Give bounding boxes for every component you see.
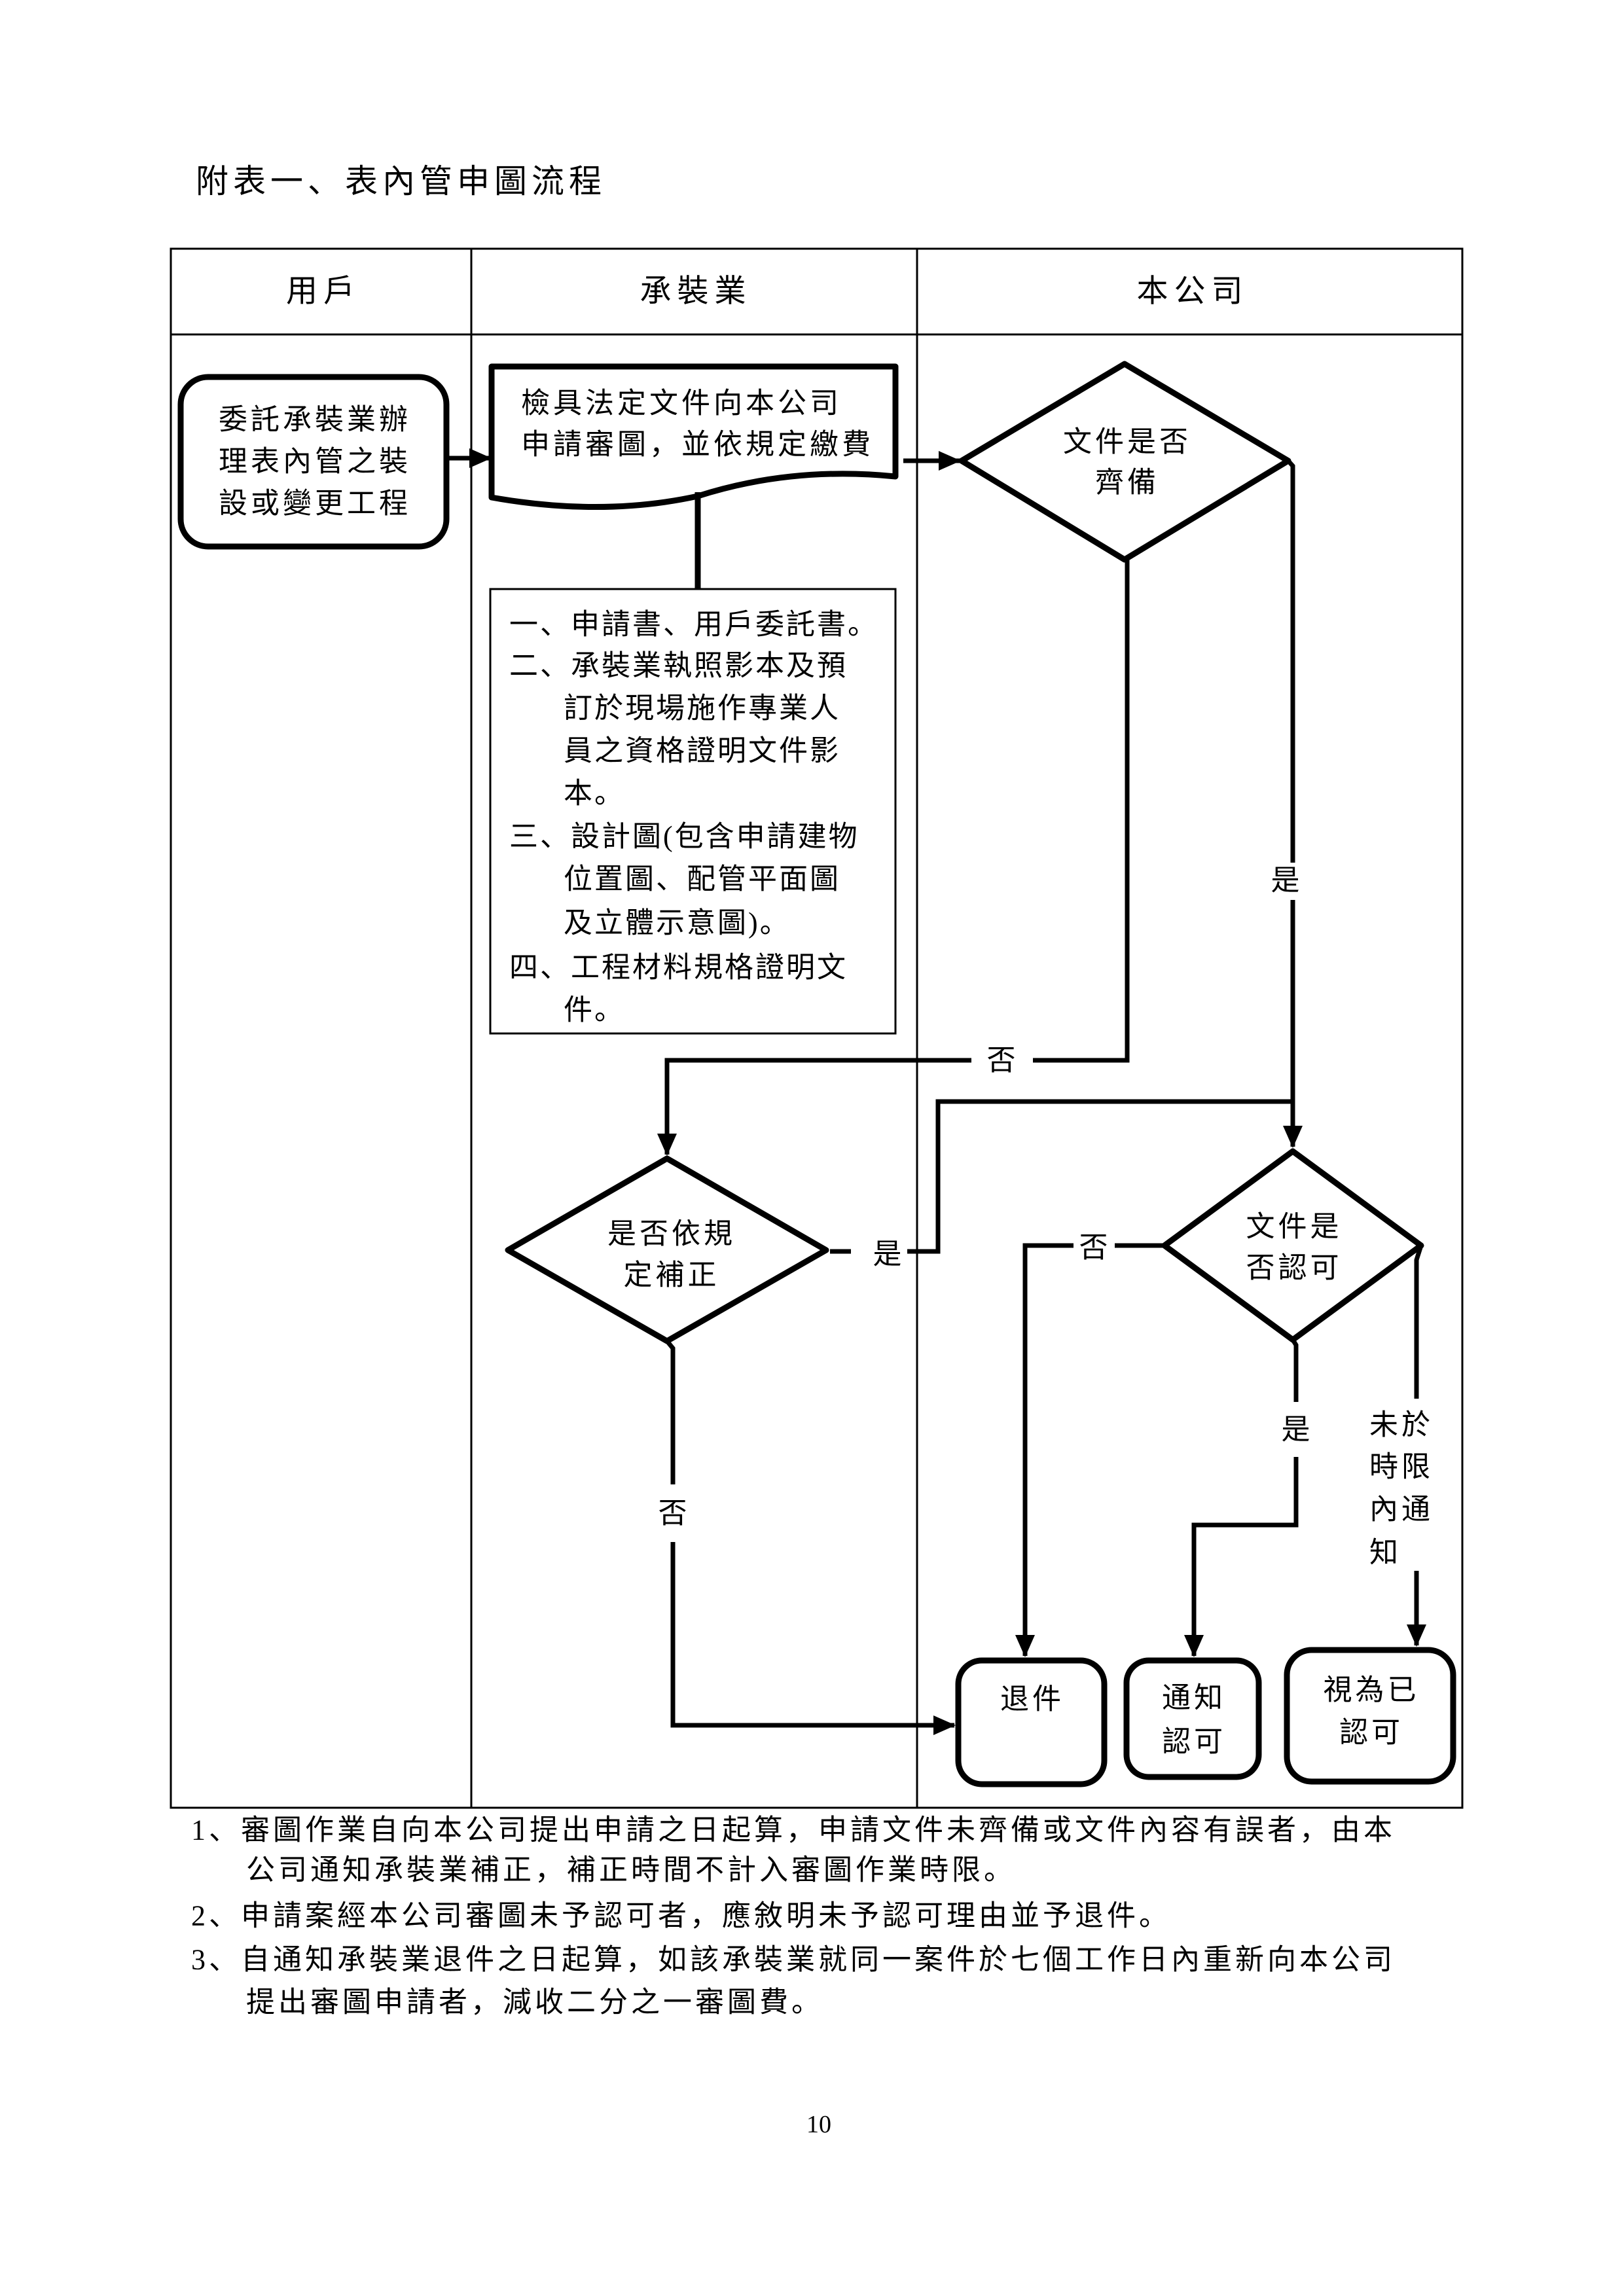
page-title: 附表一、表內管申圖流程 [196, 163, 606, 200]
edge-complete-no-arrow [657, 1058, 971, 1156]
edge-label-complete-yes: 是 [1271, 865, 1303, 897]
node-return-box [955, 1657, 1108, 1787]
documents-list-item: 二、承裝業執照影本及預 [509, 650, 848, 682]
edge-label-approved-yes: 是 [1282, 1414, 1314, 1446]
decision-check-complete-line: 文件是否 [1063, 426, 1191, 458]
edge-label-approved-no: 否 [1079, 1232, 1111, 1264]
node-submit: 檢具法定文件向本公司 申請審圖，並依規定繳費 [488, 363, 899, 510]
edge-approved-yes-segment [1291, 1338, 1299, 1402]
node-notify-approval-line: 通知 [1162, 1682, 1226, 1714]
note-line: 2、申請案經本公司審圖未予認可者，應敘明未予認可理由並予退件。 [191, 1900, 1171, 1932]
node-entrust-box [177, 374, 450, 550]
edge-approved-no-arrow [1015, 1243, 1074, 1657]
decision-check-approved-line: 否認可 [1246, 1252, 1343, 1284]
note-line-continued: 提出審圖申請者，減收二分之一審圖費。 [246, 1986, 823, 2018]
decision-check-corrected-line: 是否依規 [607, 1218, 736, 1250]
decision-check-complete-diamond [958, 361, 1291, 563]
node-entrust-line: 理表內管之裝 [219, 446, 411, 478]
edge-corrected-no-arrow [670, 1542, 956, 1735]
note-line: 3、自通知承裝業退件之日起算，如該承裝業就同一案件於七個工作日內重新向本公司 [191, 1944, 1396, 1976]
documents-list-item: 四、工程材料規格證明文 [509, 952, 848, 984]
page-number: 10 [806, 2111, 831, 2138]
decision-check-approved-diamond [1161, 1148, 1424, 1343]
notes-section: 1、審圖作業自向本公司提出申請之日起算，申請文件未齊備或文件內容有誤者，由本 公… [191, 1814, 1396, 2018]
node-deemed-approved-box [1284, 1647, 1456, 1785]
node-submit-line: 檢具法定文件向本公司 [521, 387, 842, 420]
edge-label-not-notified-line: 未於 [1369, 1409, 1434, 1441]
decision-check-corrected-line: 定補正 [624, 1259, 720, 1291]
edge-label-not-notified-line: 時限 [1369, 1451, 1434, 1483]
edge-label-complete-no: 否 [987, 1045, 1019, 1077]
node-entrust-line: 委託承裝業辦 [219, 404, 411, 436]
edge-label-corrected-yes: 是 [873, 1238, 905, 1270]
edge-corrected-no-segment [665, 1339, 676, 1484]
edge-not-notified-segment [1414, 1244, 1424, 1399]
decision-check-corrected-diamond [505, 1155, 829, 1344]
node-deemed-approved-line: 視為已 [1324, 1674, 1420, 1706]
edge-label-corrected-no: 否 [659, 1498, 691, 1530]
lane-header-contractor: 承裝業 [640, 274, 751, 309]
note-line-continued: 公司通知承裝業補正，補正時間不計入審圖作業時限。 [246, 1854, 1016, 1886]
node-notify-approval-line: 認可 [1162, 1726, 1226, 1758]
node-documents-list: 一、申請書、用戶委託書。 二、承裝業執照影本及預 訂於現場施作專業人 員之資格證… [489, 588, 897, 1035]
documents-list-item-continued: 本。 [564, 778, 625, 810]
decision-check-complete-line: 齊備 [1095, 467, 1159, 499]
documents-list-item-continued: 位置圖、配管平面圖 [564, 863, 840, 895]
edge-label-not-notified-line: 知 [1369, 1537, 1401, 1569]
documents-list-item-continued: 員之資格證明文件影 [564, 735, 840, 767]
edge-complete-yes-segment [1286, 459, 1295, 863]
node-entrust: 委託承裝業辦 理表內管之裝 設或變更工程 [177, 374, 450, 550]
node-deemed-approved-line: 認可 [1339, 1717, 1403, 1749]
decision-check-approved-line: 文件是 [1246, 1211, 1343, 1243]
decision-check-corrected: 是否依規 定補正 [505, 1155, 829, 1344]
node-entrust-line: 設或變更工程 [219, 488, 411, 520]
swimlane-table: 用戶 承裝業 本公司 [170, 247, 1464, 1809]
lane-header-user: 用戶 [286, 274, 361, 309]
edge-complete-no-segment [1033, 556, 1130, 1063]
node-deemed-approved: 視為已 認可 [1284, 1647, 1456, 1785]
decision-check-approved: 文件是 否認可 [1161, 1148, 1424, 1343]
note-line: 1、審圖作業自向本公司提出申請之日起算，申請文件未齊備或文件內容有誤者，由本 [191, 1814, 1396, 1846]
edge-approved-yes-arrow [1184, 1457, 1299, 1657]
documents-list-box [489, 588, 897, 1035]
node-submit-line: 申請審圖，並依規定繳費 [521, 429, 874, 461]
node-return: 退件 [955, 1657, 1108, 1787]
documents-list-item-continued: 件。 [564, 994, 625, 1026]
documents-list-item-continued: 及立體示意圖)。 [564, 907, 791, 939]
documents-list-item-continued: 訂於現場施作專業人 [564, 692, 840, 725]
decision-check-complete: 文件是否 齊備 [958, 361, 1291, 563]
edge-corrected-yes-segment [907, 1099, 1293, 1254]
documents-list-item: 一、申請書、用戶委託書。 [509, 609, 878, 641]
node-return-label: 退件 [1000, 1683, 1064, 1715]
lane-header-company: 本公司 [1136, 274, 1248, 309]
node-notify-approval-box [1123, 1657, 1262, 1780]
node-notify-approval: 通知 認可 [1123, 1657, 1262, 1780]
edge-label-not-notified-line: 內通 [1369, 1494, 1434, 1526]
table-border [170, 247, 1464, 1809]
documents-list-item: 三、設計圖(包含申請建物 [509, 821, 859, 853]
